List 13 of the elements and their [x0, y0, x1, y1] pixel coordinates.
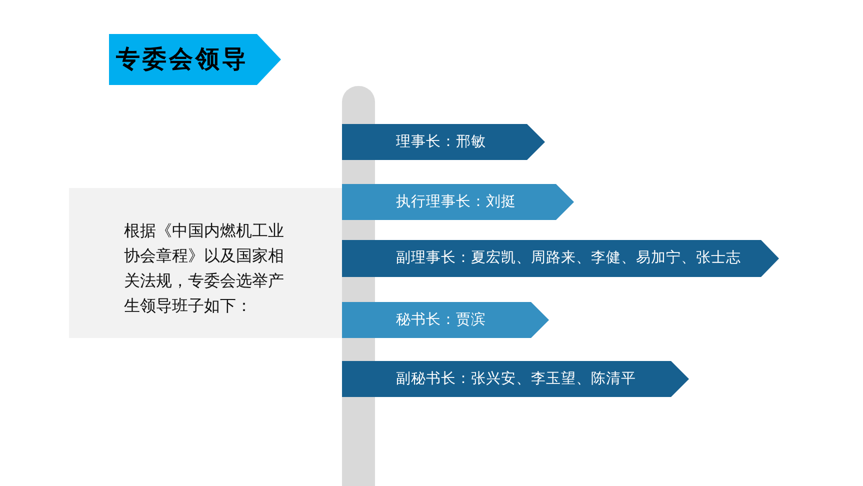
intro-text: 根据《中国内燃机工业协会章程》以及国家相关法规，专委会选举产生领导班子如下：: [124, 220, 285, 317]
sign-text: 副秘书长：张兴安、李玉望、陈清平: [396, 370, 636, 389]
sign-text: 秘书长：贾滨: [396, 310, 486, 330]
sign-text: 副理事长：夏宏凯、周路来、李健、易加宁、张士志: [396, 248, 741, 268]
signboard: [342, 361, 689, 397]
signboard: [342, 184, 574, 220]
sign-text: 理事长：邢敏: [396, 133, 486, 152]
text-panel: [69, 188, 342, 338]
heading-text: 专委会领导: [116, 44, 248, 75]
signboard: [342, 302, 549, 338]
sign-text: 执行理事长：刘挺: [396, 192, 516, 212]
signboard: [342, 124, 545, 160]
signboard: [342, 240, 779, 277]
